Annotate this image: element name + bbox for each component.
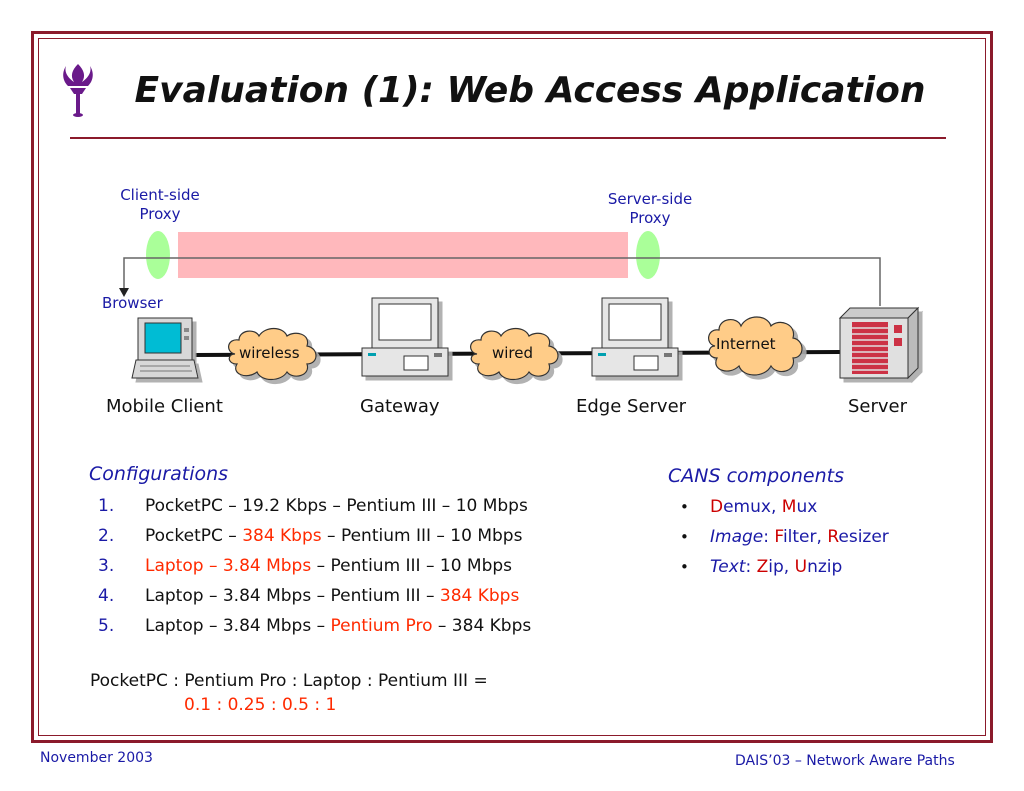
wireless-cloud-icon <box>228 327 317 381</box>
mobile-client-laptop-icon <box>131 317 199 379</box>
ratio-line: PocketPC : Pentium Pro : Laptop : Pentiu… <box>90 671 488 691</box>
cans-component-text: M <box>781 497 797 517</box>
cans-component-text: U <box>794 557 808 577</box>
internet-cloud-icon <box>708 316 803 376</box>
wireless-cloud-label: wireless <box>239 344 300 362</box>
cans-component-text: Z <box>756 557 769 577</box>
configuration-number: 2. <box>98 526 115 546</box>
mobile-client-label: Mobile Client <box>106 396 223 417</box>
configuration-text: Laptop – 3.84 Mbps – Pentium III – <box>145 586 440 606</box>
configuration-item: Laptop – 3.84 Mbps – Pentium Pro – 384 K… <box>145 616 531 636</box>
cans-component-text: : <box>745 557 757 577</box>
cans-component-text: F <box>774 527 783 547</box>
configuration-text: Laptop – 3.84 Mbps – <box>145 616 331 636</box>
cans-component-text: D <box>710 497 724 517</box>
cans-component-text: Image <box>710 527 764 547</box>
edge-server-computer-icon <box>591 297 679 377</box>
torch-logo-icon <box>63 64 93 117</box>
server-rack-icon <box>838 306 920 380</box>
cans-component-item: Text: Zip, Unzip <box>710 557 842 577</box>
cans-component-text: : <box>763 527 775 547</box>
configuration-text: 384 Kbps <box>242 526 322 546</box>
bullet-icon: • <box>680 558 689 576</box>
slide-border-inner <box>38 38 986 736</box>
footer-date: November 2003 <box>40 750 153 766</box>
slide-title: Evaluation (1): Web Access Application <box>134 70 926 111</box>
configuration-text: – Pentium III – 10 Mbps <box>321 526 523 546</box>
gateway-computer-icon <box>361 297 449 377</box>
cans-component-text: R <box>827 527 839 547</box>
bullet-icon: • <box>680 528 689 546</box>
configuration-item: PocketPC – 19.2 Kbps – Pentium III – 10 … <box>145 496 528 516</box>
wired-cloud-label: wired <box>492 344 534 362</box>
footer-venue: DAIS’03 – Network Aware Paths <box>735 753 955 769</box>
client-side-proxy-oval <box>146 231 170 279</box>
configuration-text: Pentium Pro <box>330 616 433 636</box>
server-label: Server <box>848 396 908 417</box>
cans-component-text: ilter, <box>782 527 828 547</box>
bullet-icon: • <box>680 498 689 516</box>
configuration-number: 3. <box>98 556 115 576</box>
edge-server-label: Edge Server <box>576 396 687 417</box>
gateway-label: Gateway <box>360 396 440 417</box>
browser-label: Browser <box>102 294 163 312</box>
cans-component-text: ux <box>796 497 818 517</box>
internet-cloud-label: Internet <box>716 335 776 353</box>
configuration-item: Laptop – 3.84 Mbps – Pentium III – 10 Mb… <box>145 556 512 576</box>
cans-components-heading: CANS components <box>668 465 844 487</box>
configuration-number: 1. <box>98 496 115 516</box>
configuration-text: 384 Kbps <box>439 586 520 606</box>
configuration-number: 5. <box>98 616 115 636</box>
configuration-text: PocketPC – <box>145 526 243 546</box>
configuration-item: PocketPC – 384 Kbps – Pentium III – 10 M… <box>145 526 522 546</box>
title-rule <box>70 137 946 139</box>
server-side-proxy-label: Server-side Proxy <box>607 190 693 227</box>
response-path-line <box>123 257 881 306</box>
cans-component-text: emux, <box>723 497 782 517</box>
cans-component-text: esizer <box>838 527 889 547</box>
browser-arrowhead <box>119 288 129 297</box>
cans-component-item: Demux, Mux <box>710 497 817 517</box>
configurations-heading: Configurations <box>89 463 229 485</box>
configuration-text: PocketPC – 19.2 Kbps – Pentium III – 10 … <box>145 496 528 516</box>
cans-component-text: nzip <box>807 557 843 577</box>
cans-component-item: Image: Filter, Resizer <box>710 527 889 547</box>
cans-component-text: Text <box>710 557 746 577</box>
server-side-proxy-oval <box>636 231 660 279</box>
configuration-item: Laptop – 3.84 Mbps – Pentium III – 384 K… <box>145 586 519 606</box>
cans-component-text: ip, <box>768 557 795 577</box>
client-side-proxy-label: Client-side Proxy <box>120 186 200 223</box>
proxy-tunnel <box>178 232 628 278</box>
configuration-text: Laptop – 3.84 Mbps <box>145 556 312 576</box>
wired-cloud-icon <box>470 327 559 381</box>
configuration-text: – 384 Kbps <box>432 616 532 636</box>
ratio-values: 0.1 : 0.25 : 0.5 : 1 <box>184 695 337 715</box>
slide-border-outer <box>31 31 993 743</box>
configuration-text: – Pentium III – 10 Mbps <box>311 556 513 576</box>
configuration-number: 4. <box>98 586 115 606</box>
